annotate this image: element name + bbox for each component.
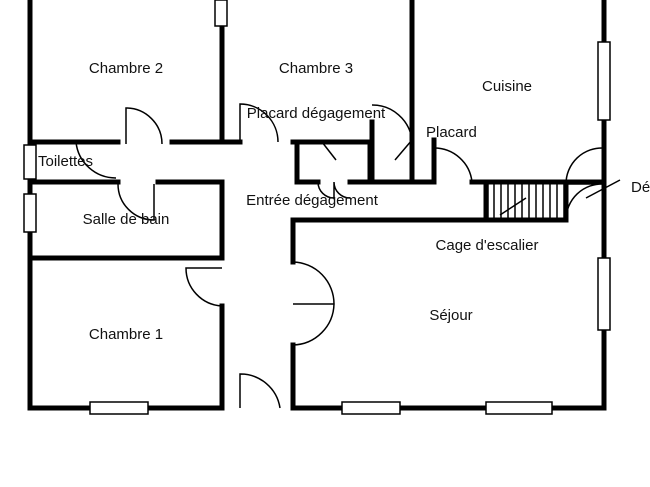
label-cuisine: Cuisine	[482, 78, 532, 95]
door-chambre1	[185, 267, 223, 307]
label-sejour: Séjour	[429, 307, 472, 324]
window-salle-de-bain	[23, 193, 37, 233]
door-placard-degagement	[239, 103, 279, 143]
window-sejour-2	[485, 401, 553, 415]
window-cuisine	[597, 41, 611, 121]
room-labels: Chambre 2 Chambre 3 Cuisine Placard déga…	[38, 60, 650, 343]
staircase	[487, 181, 565, 221]
label-toilettes: Toilettes	[38, 153, 93, 170]
door-toilettes	[75, 141, 117, 179]
label-entree-degagement: Entrée dégagement	[246, 192, 379, 209]
label-degagement-cut: Dé	[631, 179, 650, 196]
window-sejour-1	[341, 401, 401, 415]
window-sejour-right	[597, 257, 611, 331]
window-chambre1	[89, 401, 149, 415]
label-chambre1: Chambre 1	[89, 326, 163, 343]
label-chambre3: Chambre 3	[279, 60, 353, 77]
label-cage-escalier: Cage d'escalier	[436, 237, 539, 254]
door-salle-de-bain	[117, 183, 155, 221]
door-cuisine	[433, 147, 473, 183]
window-chambre3	[214, 0, 228, 27]
door-degagement	[565, 147, 605, 221]
door-chambre2	[125, 107, 163, 145]
label-placard: Placard	[426, 124, 477, 141]
door-sejour	[292, 261, 335, 346]
door-entrance	[239, 373, 281, 409]
windows	[23, 0, 611, 415]
label-placard-degagement: Placard dégagement	[247, 105, 386, 122]
door-placard-double	[317, 181, 351, 199]
door-placard	[394, 139, 413, 161]
window-toilettes	[23, 144, 37, 180]
door-chambre3	[371, 104, 413, 141]
label-salle-de-bain: Salle de bain	[83, 211, 170, 228]
doors	[75, 103, 621, 409]
label-chambre2: Chambre 2	[89, 60, 163, 77]
